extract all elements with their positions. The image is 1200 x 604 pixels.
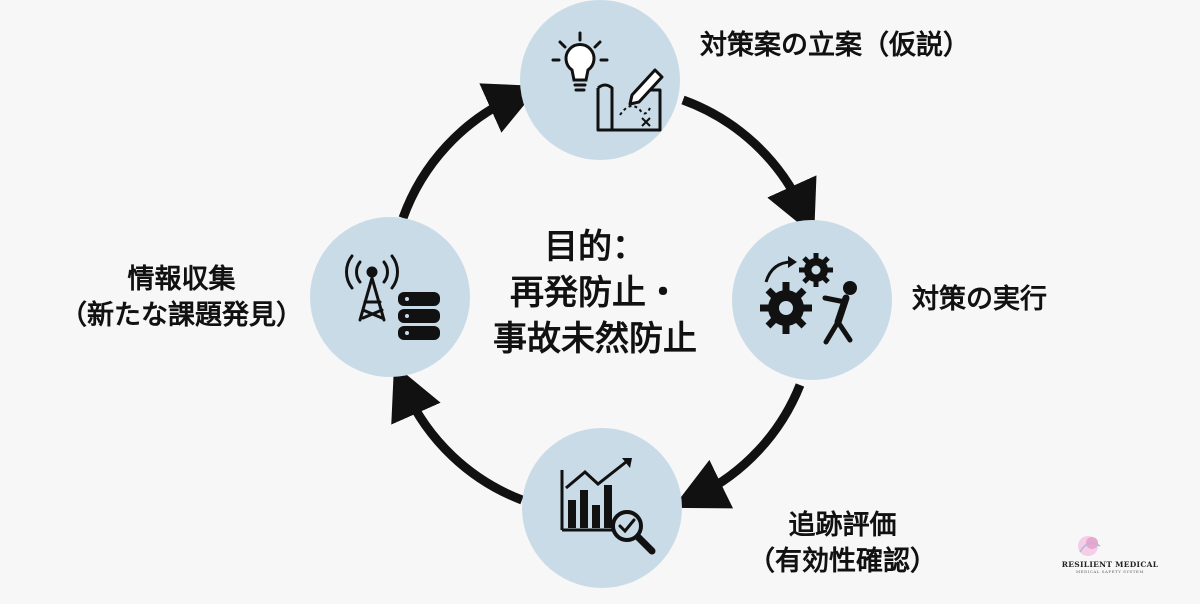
step-label-evaluation-line2: （有効性確認） <box>748 546 937 578</box>
central-goal-line2: 再発防止・ <box>510 272 680 313</box>
lightbulb-icon <box>551 31 609 92</box>
step-label-planning-line1: 対策案の立案（仮説） <box>700 30 970 61</box>
step-label-evaluation-line1: 追跡評価 <box>788 510 897 541</box>
step-label-collection-line2: （新たな課題発見） <box>60 300 303 332</box>
antenna-tower-icon <box>345 254 399 322</box>
central-goal-line1: 目的： <box>544 227 646 267</box>
step-circle-planning <box>520 0 680 160</box>
step-label-execution-line1: 対策の実行 <box>912 284 1047 315</box>
step-label-collection-line1: 情報収集 <box>127 264 236 295</box>
step-label-execution: 対策の実行 <box>912 282 1047 318</box>
gears-icon <box>760 253 833 334</box>
resilient-medical-logo-mark <box>1078 536 1101 556</box>
database-icon <box>398 292 440 340</box>
central-goal: 目的： 再発防止・ 事故未然防止 <box>470 225 720 363</box>
central-goal-line3: 事故未然防止 <box>493 318 697 359</box>
step-label-planning: 対策案の立案（仮説） <box>700 28 970 64</box>
person-pushing-icon <box>822 281 857 345</box>
step-circle-execution <box>732 220 892 380</box>
magnifier-check-icon <box>611 510 656 555</box>
resilient-medical-logo: RESILIENT MEDICAL MEDICAL SAFETY SYSTEM <box>1050 530 1170 590</box>
arrow-planning-to-execution <box>681 95 817 236</box>
blueprint-pencil-icon <box>596 68 664 132</box>
arrow-execution-to-evaluation <box>672 383 805 509</box>
step-label-collection: 情報収集 （新たな課題発見） <box>60 262 303 335</box>
step-label-evaluation: 追跡評価 （有効性確認） <box>748 508 937 581</box>
logo-subtitle: MEDICAL SAFETY SYSTEM <box>1076 569 1144 574</box>
logo-title: RESILIENT MEDICAL <box>1061 560 1159 569</box>
arrow-evaluation-to-collection <box>391 364 524 505</box>
step-circle-evaluation <box>522 428 682 588</box>
step-circle-collection <box>310 217 470 377</box>
arrow-collection-to-planning <box>398 83 540 220</box>
